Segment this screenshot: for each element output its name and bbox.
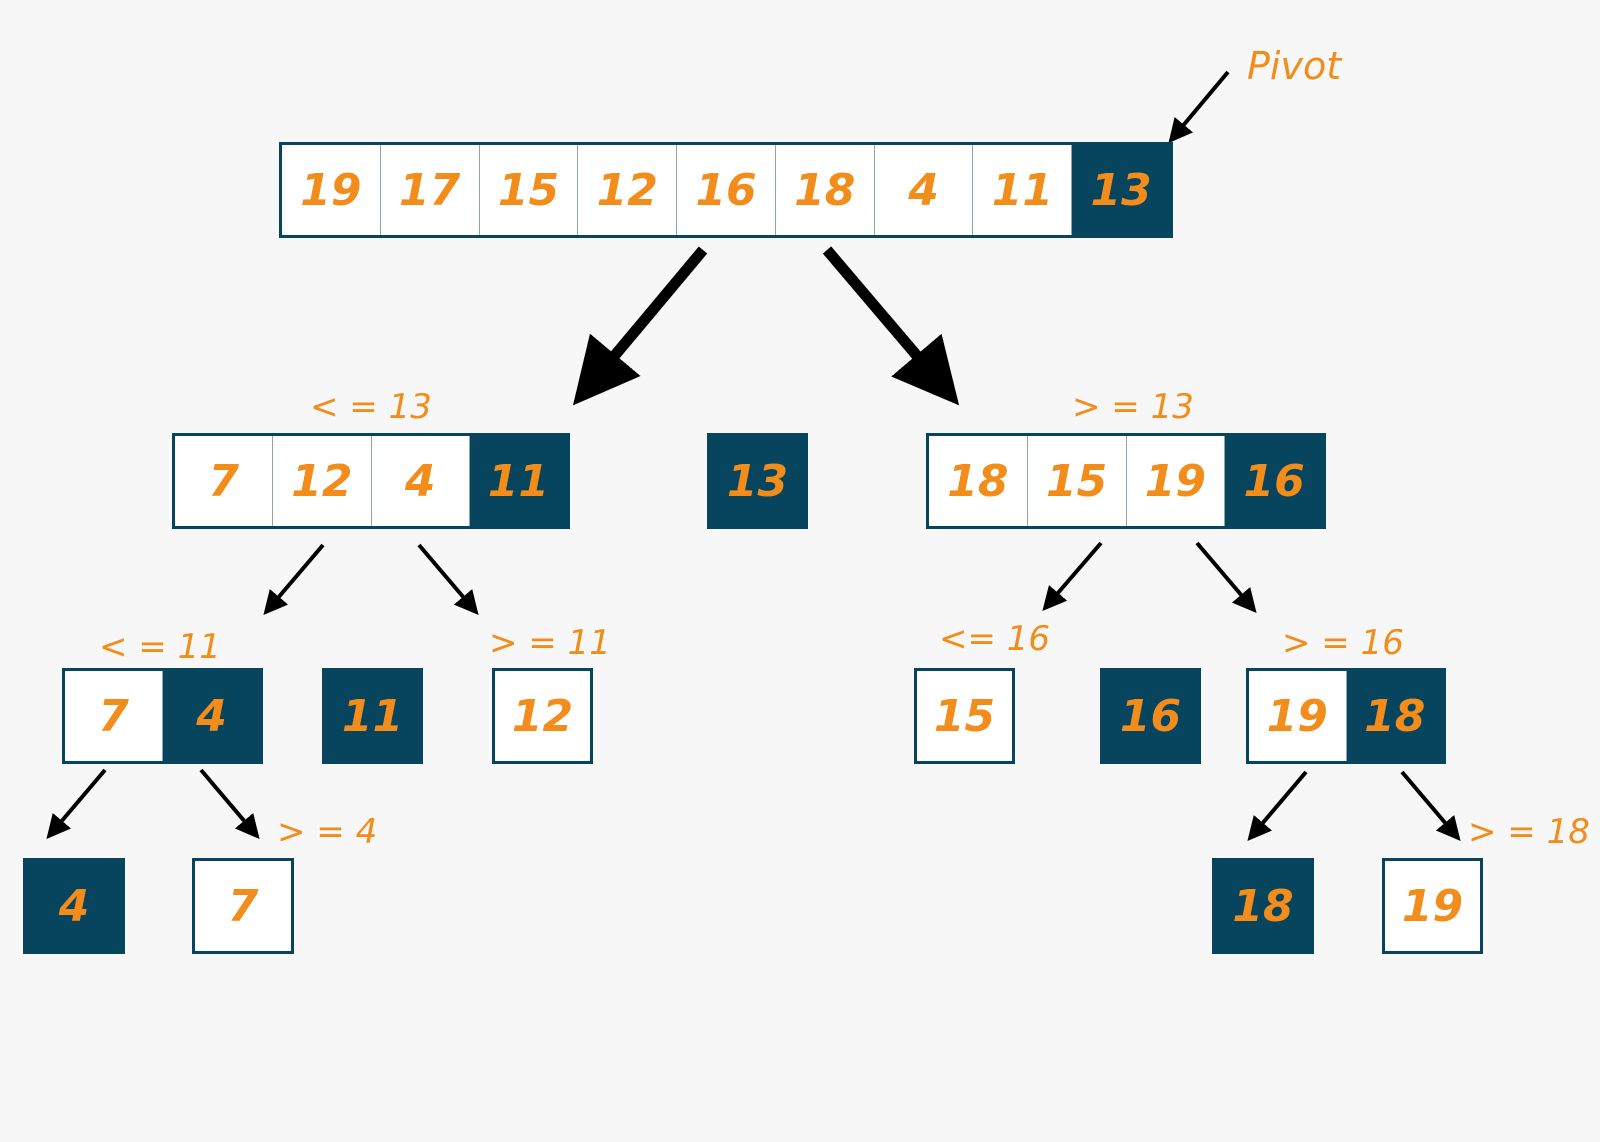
rl-single-box: 15	[914, 668, 1015, 764]
right-partition-label: > = 13	[1072, 387, 1194, 427]
array-cell: 19	[1249, 671, 1347, 761]
sorted-pivot-18: 18	[1212, 858, 1314, 954]
pivot-cell: 11	[469, 436, 567, 526]
ll-partition-array: 7 4	[62, 668, 263, 764]
pivot-cell: 18	[1346, 671, 1443, 761]
pivot-label: Pivot	[1247, 44, 1342, 88]
array-cell: 11	[973, 145, 1073, 235]
array-cell: 15	[1028, 436, 1127, 526]
sorted-pivot-11: 11	[322, 668, 423, 764]
root-array: 19 17 15 12 16 18 4 11 13	[279, 142, 1173, 238]
right-partition-array: 18 15 19 16	[926, 433, 1326, 529]
l3-far-right-label: > = 18	[1468, 812, 1590, 852]
arrow-l1-right	[417, 543, 479, 616]
rr-partition-label: > = 16	[1282, 623, 1404, 663]
l3-right-label: > = 4	[277, 812, 378, 852]
array-cell: 12	[578, 145, 678, 235]
array-cell: 18	[776, 145, 875, 235]
pivot-cell: 16	[1225, 436, 1323, 526]
left-partition-array: 7 12 4 11	[172, 433, 570, 529]
l3-single-19: 19	[1382, 858, 1483, 954]
array-cell: 19	[282, 145, 381, 235]
arrow-r2-right	[1400, 770, 1461, 842]
arrow-r1-right	[1195, 541, 1257, 614]
array-cell: 4	[372, 436, 470, 526]
arrow-l2-right	[199, 768, 260, 840]
left-partition-label: < = 13	[310, 387, 432, 427]
rl-partition-label: <= 16	[939, 619, 1051, 659]
l3-single-7: 7	[192, 858, 294, 954]
pivot-cell: 4	[163, 671, 260, 761]
arrow-root-left	[572, 246, 708, 406]
arrow-r1-left	[1042, 541, 1103, 612]
array-cell: 16	[677, 145, 776, 235]
array-cell: 4	[875, 145, 974, 235]
arrow-root-right	[822, 246, 960, 406]
arrow-l1-left	[263, 543, 325, 616]
array-cell: 15	[480, 145, 579, 235]
array-cell: 7	[65, 671, 163, 761]
sorted-pivot-13: 13	[707, 433, 808, 529]
array-cell: 18	[929, 436, 1028, 526]
sorted-pivot-4: 4	[23, 858, 125, 954]
pivot-cell: 13	[1072, 145, 1171, 235]
array-cell: 17	[381, 145, 480, 235]
array-cell: 19	[1127, 436, 1226, 526]
arrow-l2-left	[46, 768, 107, 840]
arrow-r2-left	[1247, 770, 1308, 842]
lr-single-box: 12	[492, 668, 593, 764]
rr-partition-array: 19 18	[1246, 668, 1446, 764]
array-cell: 7	[175, 436, 274, 526]
ll-partition-label: < = 11	[99, 627, 221, 667]
sorted-pivot-16: 16	[1100, 668, 1201, 764]
array-cell: 12	[273, 436, 372, 526]
pivot-pointer-arrow	[1168, 70, 1230, 144]
lr-partition-label: > = 11	[489, 623, 611, 663]
